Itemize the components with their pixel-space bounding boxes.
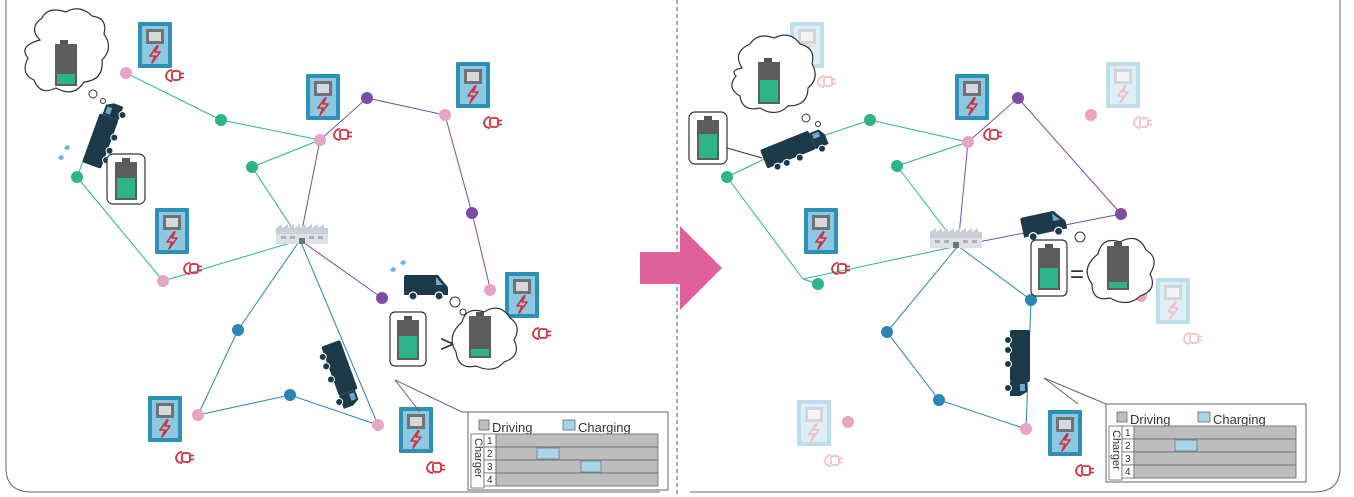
route-green <box>726 119 969 285</box>
charging-plug-icon <box>983 128 1003 141</box>
van-icon <box>1019 208 1069 244</box>
schedule-row-label: 1 <box>1125 428 1131 439</box>
charging-plug-icon <box>183 262 203 275</box>
charging-slot <box>1174 439 1198 452</box>
battery-comparison: > <box>389 307 518 370</box>
legend-driving-label: Driving <box>1130 412 1170 427</box>
charging-station-icon <box>137 21 173 69</box>
battery-icon <box>55 40 77 86</box>
charging-schedule-panel: Driving Charging Charger 1 2 3 4 <box>1105 403 1307 483</box>
schedule-row-label: 2 <box>487 449 493 460</box>
battery-icon <box>758 58 780 104</box>
battery-comparison: = <box>1030 237 1155 304</box>
charging-station-icon <box>1047 409 1083 457</box>
arrow-right-icon <box>640 226 722 310</box>
charging-plug-icon <box>1133 116 1153 129</box>
legend-charging-swatch <box>1197 411 1211 423</box>
schedule-row-label: 3 <box>487 462 493 473</box>
legend-charging-swatch <box>562 419 576 431</box>
legend-charging-label: Charging <box>1213 412 1266 427</box>
charging-plug-icon <box>426 461 446 474</box>
charging-station-icon <box>504 271 540 319</box>
charging-plug-icon <box>1183 332 1203 345</box>
schedule-row-label: 4 <box>1125 467 1131 478</box>
comparison-symbol: > <box>440 331 454 358</box>
legend-charging-label: Charging <box>578 420 631 435</box>
charging-slot <box>580 460 602 473</box>
van-icon <box>403 274 449 301</box>
schedule-axis-label: Charger <box>1110 430 1122 470</box>
battery-callout <box>688 111 763 165</box>
charging-plug-icon <box>165 69 185 82</box>
schedule-axis-label: Charger <box>472 438 484 478</box>
schedule-row-label: 3 <box>1125 454 1131 465</box>
charging-plug-icon <box>817 75 837 88</box>
left-panel: > Driving Charging Charger 1 <box>24 8 669 491</box>
charging-station-icon <box>803 207 839 255</box>
charging-station-icon <box>1155 277 1191 325</box>
truck-icon <box>315 339 364 412</box>
charging-plug-icon <box>532 327 552 340</box>
route-nodes <box>71 67 496 431</box>
charging-plug-icon <box>824 454 844 467</box>
right-panel: = Driving Charging Charger 1 <box>688 21 1307 483</box>
charging-station-icon <box>954 73 990 121</box>
charging-plug-icon <box>483 116 503 129</box>
charging-station-icon <box>1105 61 1141 109</box>
truck-icon <box>759 124 832 175</box>
charging-station-icon <box>147 395 183 443</box>
charging-station-icon <box>398 406 434 454</box>
legend-driving-swatch <box>1116 411 1128 423</box>
schedule-rows: 1 2 3 4 <box>483 433 659 487</box>
charging-station-icon <box>796 399 832 447</box>
schedule-row-label: 2 <box>1125 441 1131 452</box>
charging-station-icon <box>455 61 491 109</box>
legend-driving-label: Driving <box>492 420 532 435</box>
sweat-drops-icon <box>390 260 406 272</box>
charging-slot <box>536 447 560 460</box>
charging-plug-icon <box>831 262 851 275</box>
factory-icon <box>930 228 982 248</box>
truck-icon <box>1004 329 1031 397</box>
sweat-drops-icon <box>58 145 70 160</box>
schedule-row-label: 1 <box>487 436 493 447</box>
battery-callout <box>106 153 146 205</box>
charging-plug-icon <box>333 128 353 141</box>
charging-schedule-panel: Driving Charging Charger 1 2 3 4 <box>467 411 669 491</box>
factory-icon <box>276 224 328 244</box>
charging-plug-icon <box>175 451 195 464</box>
charging-station-icon <box>154 207 190 255</box>
charging-station-icon <box>305 73 341 121</box>
schedule-rows: 1 2 3 4 <box>1121 425 1297 479</box>
comparison-symbol: = <box>1070 261 1084 288</box>
route-nodes <box>721 92 1147 435</box>
schedule-row-label: 4 <box>487 475 493 486</box>
panel-frame <box>5 0 1341 493</box>
legend-driving-swatch <box>478 419 490 431</box>
charging-plug-icon <box>1075 464 1095 477</box>
